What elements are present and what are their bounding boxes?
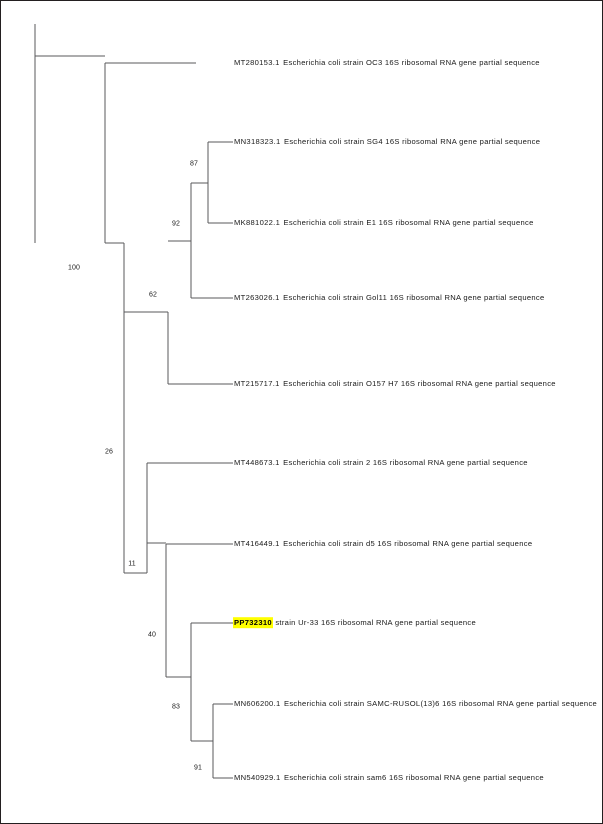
tip-accession: PP732310 <box>233 617 273 629</box>
tip-label: PP732310 strain Ur-33 16S ribosomal RNA … <box>233 617 477 629</box>
bootstrap-value: 26 <box>104 448 114 456</box>
bootstrap-value: 40 <box>147 631 157 639</box>
tip-accession: MN540929.1 <box>234 773 281 783</box>
bootstrap-value: 62 <box>148 291 158 299</box>
bootstrap-value: 91 <box>193 764 203 772</box>
tip-description: Escherichia coli strain OC3 16S ribosoma… <box>280 58 540 68</box>
tip-description: Escherichia coli strain O157 H7 16S ribo… <box>280 379 556 389</box>
bootstrap-value: 87 <box>189 160 199 168</box>
tip-label: MN318323.1 Escherichia coli strain SG4 1… <box>233 138 540 146</box>
tip-description: Escherichia coli strain Gol11 16S riboso… <box>280 293 545 303</box>
tip-label: MT215717.1 Escherichia coli strain O157 … <box>233 380 556 388</box>
tip-accession: MT448673.1 <box>234 458 280 468</box>
tip-description: Escherichia coli strain SG4 16S ribosoma… <box>281 137 541 147</box>
tip-accession: MN318323.1 <box>234 137 281 147</box>
branch-group <box>34 24 233 779</box>
tip-label: MT416449.1 Escherichia coli strain d5 16… <box>233 540 532 548</box>
tip-description: Escherichia coli strain sam6 16S ribosom… <box>281 773 544 783</box>
tip-accession: MT263026.1 <box>234 293 280 303</box>
tip-description: Escherichia coli strain SAMC-RUSOL(13)6 … <box>281 699 598 709</box>
tip-label: MK881022.1 Escherichia coli strain E1 16… <box>233 219 534 227</box>
bootstrap-value: 11 <box>128 560 136 568</box>
tip-accession: MT416449.1 <box>234 539 280 549</box>
tip-description: Escherichia coli strain 2 16S ribosomal … <box>280 458 528 468</box>
tip-accession: MT280153.1 <box>234 58 280 68</box>
tip-label: MT280153.1 Escherichia coli strain OC3 1… <box>233 59 540 67</box>
tip-description: strain Ur-33 16S ribosomal RNA gene part… <box>272 618 477 628</box>
tip-description: Escherichia coli strain d5 16S ribosomal… <box>280 539 533 549</box>
tip-accession: MK881022.1 <box>234 218 281 228</box>
bootstrap-value: 100 <box>67 264 81 272</box>
tip-label: MT263026.1 Escherichia coli strain Gol11… <box>233 294 545 302</box>
bootstrap-value: 92 <box>171 220 181 228</box>
tip-accession: MT215717.1 <box>234 379 280 389</box>
tip-accession: MN606200.1 <box>234 699 281 709</box>
tip-label: MN606200.1 Escherichia coli strain SAMC-… <box>233 700 597 708</box>
bootstrap-value: 83 <box>171 703 181 711</box>
tip-label: MT448673.1 Escherichia coli strain 2 16S… <box>233 459 528 467</box>
tip-label: MN540929.1 Escherichia coli strain sam6 … <box>233 774 544 782</box>
tip-description: Escherichia coli strain E1 16S ribosomal… <box>281 218 534 228</box>
